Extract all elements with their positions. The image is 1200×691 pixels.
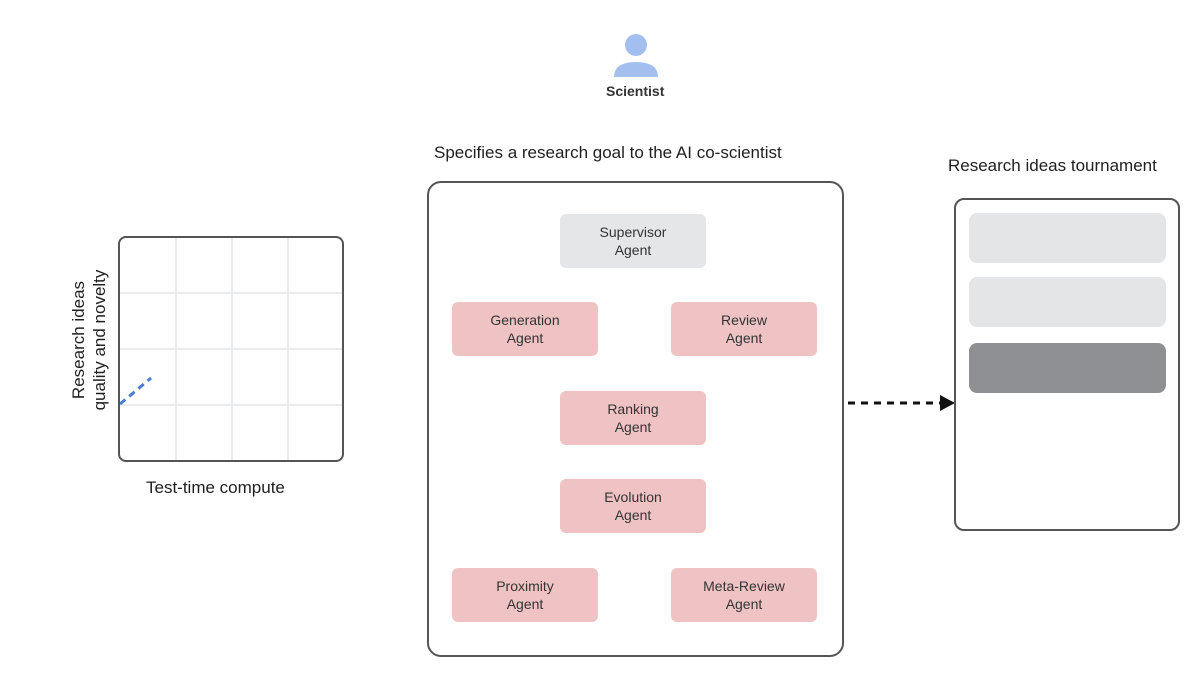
tournament-panel [954,198,1180,531]
progress-chart [118,236,344,462]
quality-trend-line [120,376,152,406]
co-scientist-panel [427,181,844,657]
scientist-label: Scientist [606,83,665,99]
scientist-icon [612,33,660,79]
tournament-title: Research ideas tournament [948,156,1157,175]
idea-card-selected [969,343,1166,393]
main-title: Specifies a research goal to the AI co-s… [434,143,782,162]
chart-x-label: Test-time compute [146,478,285,497]
idea-card [969,277,1166,327]
dashed-arrow-icon [848,395,955,411]
chart-y-label: Research ideas quality and novelty [69,269,109,411]
chart-grid [120,238,342,460]
idea-card [969,213,1166,263]
